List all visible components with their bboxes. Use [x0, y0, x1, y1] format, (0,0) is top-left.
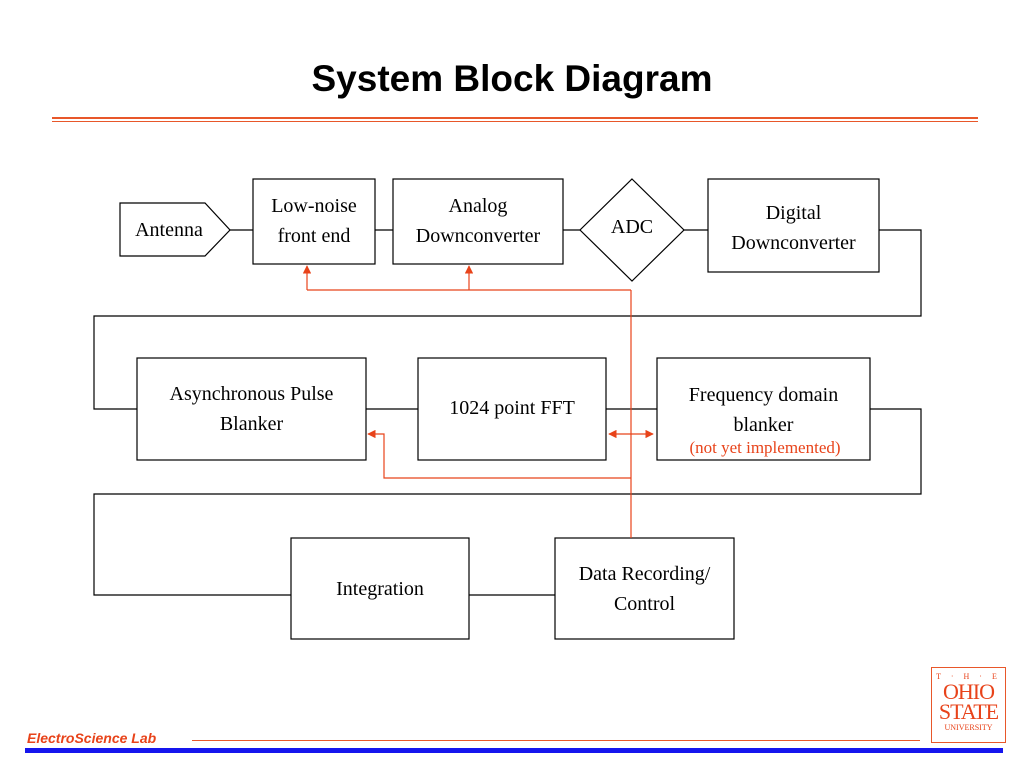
analog-dc-block — [392, 178, 564, 265]
integration-label: Integration — [336, 577, 424, 600]
fft-block — [417, 357, 607, 461]
logo-state: STATE — [938, 699, 999, 724]
fdb-note: (not yet implemented) — [689, 438, 841, 457]
integration-block — [290, 537, 470, 640]
footer-lab-name: ElectroScience Lab — [27, 730, 157, 746]
signal-path — [93, 229, 922, 596]
logo-ohio: OHIO — [943, 679, 995, 704]
lna-block — [252, 178, 376, 265]
antenna-label: Antenna — [135, 218, 203, 241]
analog-dc-label: Analog Downconverter — [415, 194, 541, 247]
control-path — [302, 265, 654, 538]
antenna-block — [119, 202, 231, 257]
adc-block — [579, 178, 685, 282]
lna-label: Low-noise front end — [271, 194, 357, 247]
page-title: System Block Diagram — [311, 58, 713, 99]
digital-dc-label: Digital Downconverter — [731, 201, 856, 254]
logo-the: T · H · E — [936, 672, 1001, 681]
apb-label: Asynchronous Pulse Blanker — [169, 383, 334, 435]
title-divider — [52, 117, 978, 119]
recording-block — [554, 537, 735, 640]
fdb-block — [656, 357, 871, 461]
fdb-label: Frequency domain blanker — [688, 384, 839, 436]
footer-bar — [25, 748, 1003, 753]
adc-label: ADC — [610, 216, 654, 238]
apb-block — [136, 357, 367, 461]
osu-logo: T · H · E OHIO STATE UNIVERSITY — [931, 667, 1006, 743]
digital-dc-block — [707, 178, 880, 273]
logo-university: UNIVERSITY — [944, 723, 993, 732]
recording-label: Data Recording/ Control — [578, 562, 711, 615]
fft-label: 1024 point FFT — [449, 397, 575, 419]
footer-divider — [192, 740, 920, 741]
title-divider-thin — [52, 121, 978, 122]
